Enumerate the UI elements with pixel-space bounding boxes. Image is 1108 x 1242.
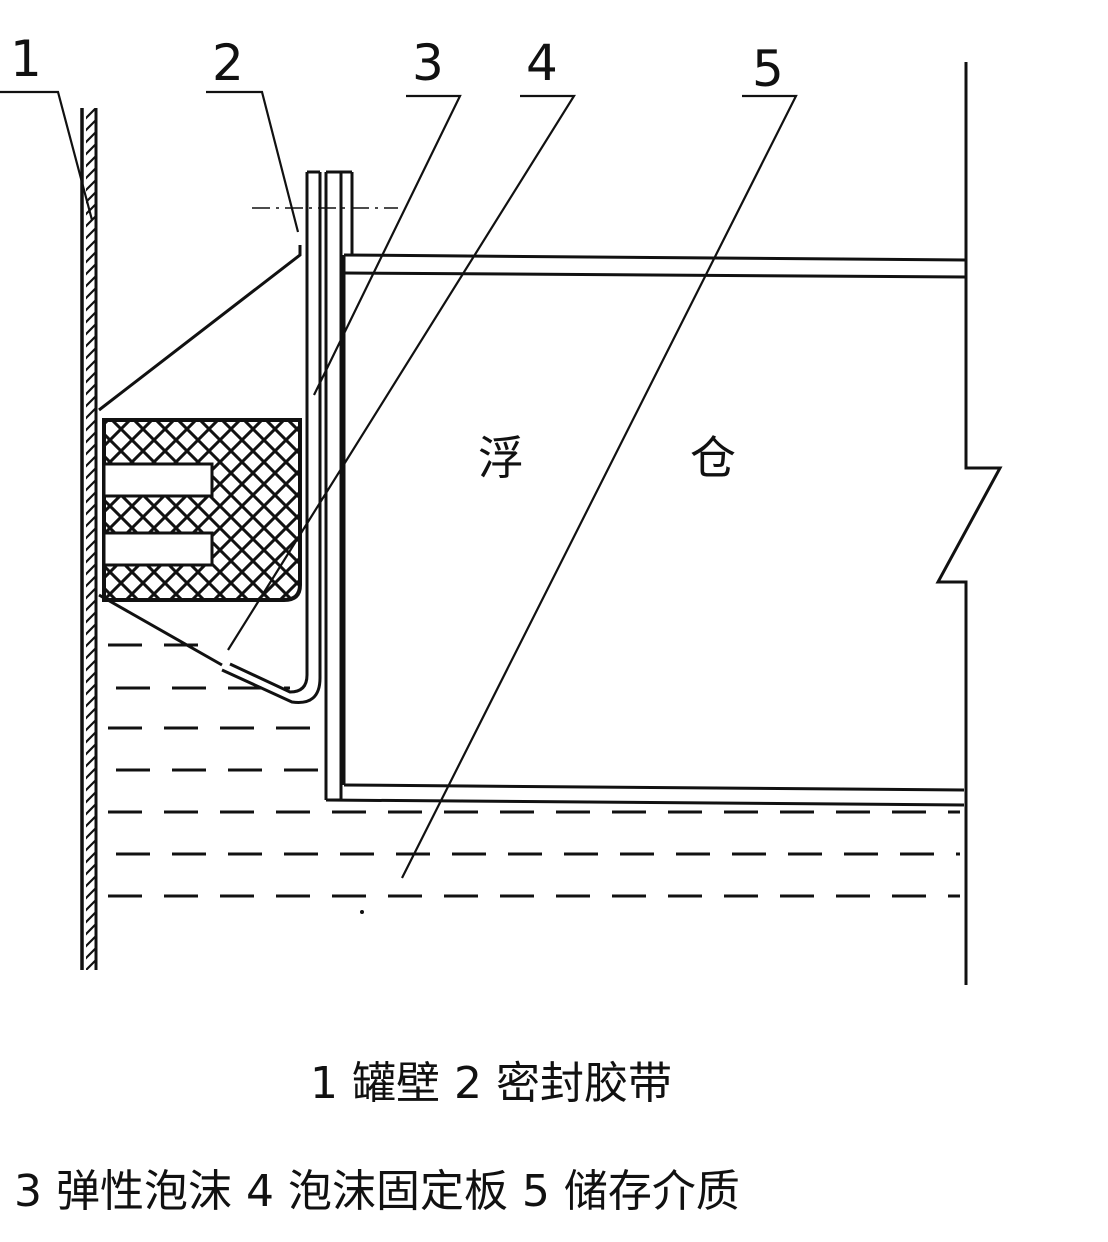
float-chamber-label-char1: 浮 bbox=[478, 431, 524, 485]
tank-wall bbox=[80, 108, 98, 970]
sealing-rubber-belt bbox=[98, 245, 302, 667]
callout-2: 2 bbox=[212, 34, 244, 92]
legend-line-1: 1 罐壁 2 密封胶带 bbox=[310, 1058, 672, 1109]
legend-line-2: 3 弹性泡沫 4 泡沫固定板 5 储存介质 bbox=[14, 1166, 740, 1217]
foam-slot-upper bbox=[102, 462, 214, 498]
leader-line-3 bbox=[313, 94, 462, 396]
leader-lines bbox=[0, 90, 798, 879]
callout-5: 5 bbox=[752, 40, 784, 98]
foam-slot-lower bbox=[102, 531, 214, 567]
elastic-foam bbox=[102, 418, 302, 602]
callout-1: 1 bbox=[10, 30, 42, 88]
callout-4: 4 bbox=[526, 34, 558, 92]
leader-line-5 bbox=[401, 94, 798, 879]
foam-fixing-plate bbox=[221, 170, 322, 704]
stored-medium bbox=[108, 643, 960, 898]
stored-medium-dot bbox=[360, 910, 364, 914]
float-chamber-label-char2: 仓 bbox=[690, 431, 736, 485]
float-chamber-frame bbox=[252, 62, 1003, 985]
leader-line-4 bbox=[227, 94, 576, 651]
leader-line-1 bbox=[0, 90, 94, 221]
leader-line-2 bbox=[206, 90, 300, 233]
callout-3: 3 bbox=[412, 34, 444, 92]
